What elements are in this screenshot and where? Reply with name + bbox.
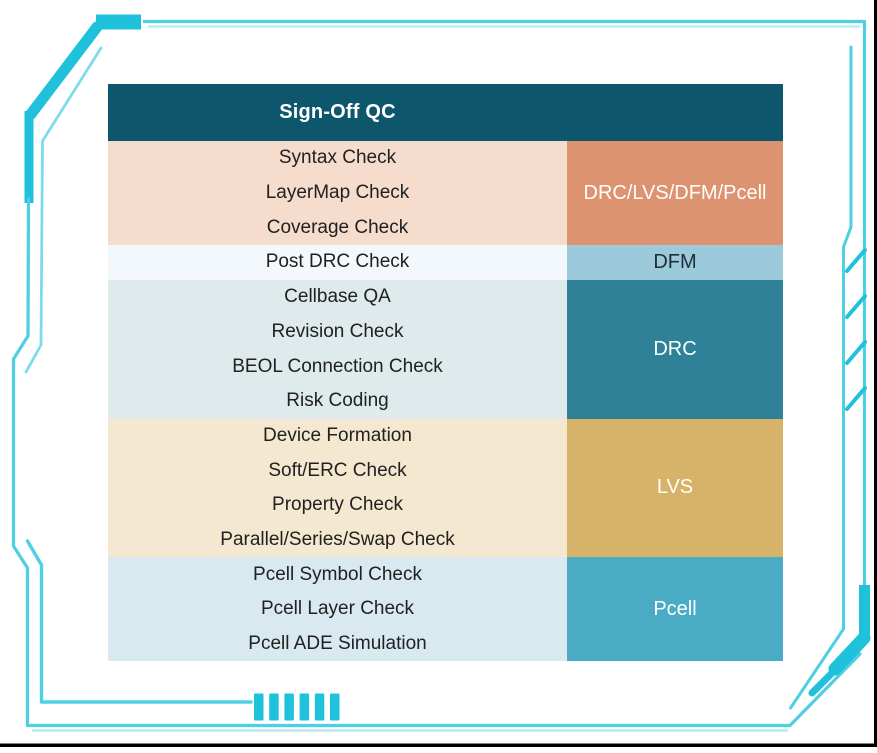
black-border-bottom bbox=[0, 743, 877, 747]
category-label-cell: DRC bbox=[567, 279, 783, 419]
check-item: Syntax Check bbox=[278, 147, 397, 169]
frame-bottomright-diagonal bbox=[828, 631, 871, 676]
check-item: Device Formation bbox=[263, 424, 412, 446]
check-item: BEOL Connection Check bbox=[232, 355, 443, 377]
check-item: Parallel/Series/Swap Check bbox=[220, 529, 455, 551]
table-header-left-cell: Sign-Off QC bbox=[108, 84, 567, 141]
check-item: Soft/ERC Check bbox=[268, 459, 407, 481]
check-item: Property Check bbox=[272, 494, 403, 516]
check-item: Coverage Check bbox=[266, 216, 409, 238]
frame-topleft-diagonal bbox=[25, 21, 103, 120]
category-label: Pcell bbox=[653, 597, 697, 620]
category-label: DRC bbox=[653, 337, 697, 360]
table-header: Sign-Off QC bbox=[108, 84, 783, 141]
check-item: Pcell Symbol Check bbox=[253, 563, 422, 585]
check-group-row: Post DRC Check DFM bbox=[108, 245, 783, 280]
frame-dash-tick bbox=[284, 693, 294, 721]
frame-bottom-dashes bbox=[254, 693, 340, 721]
check-item: Post DRC Check bbox=[265, 251, 410, 273]
category-label: DRC/LVS/DFM/Pcell bbox=[583, 181, 767, 204]
frame-dash-tick bbox=[314, 693, 325, 721]
check-item: LayerMap Check bbox=[265, 182, 410, 204]
check-item: Pcell Layer Check bbox=[260, 598, 415, 620]
category-label-cell: DRC/LVS/DFM/Pcell bbox=[567, 141, 783, 246]
frame-right-notches bbox=[845, 248, 867, 411]
frame-dash-tick bbox=[254, 693, 264, 721]
frame-inner-topleft-line bbox=[24, 46, 103, 374]
category-label-cell: Pcell bbox=[567, 557, 783, 662]
check-list-cell: Post DRC Check bbox=[108, 245, 567, 280]
check-item: Pcell ADE Simulation bbox=[248, 633, 427, 655]
check-item: Risk Coding bbox=[286, 390, 389, 412]
category-label-cell: DFM bbox=[567, 245, 783, 280]
table-title: Sign-Off QC bbox=[279, 101, 396, 123]
category-label: DFM bbox=[653, 250, 697, 273]
category-label: LVS bbox=[656, 476, 694, 499]
category-label-cell: LVS bbox=[567, 418, 783, 558]
frame-bottomright-diagonal-taper bbox=[808, 662, 843, 697]
frame-dash-tick bbox=[330, 693, 340, 721]
check-item: Revision Check bbox=[271, 320, 404, 342]
check-item: Cellbase QA bbox=[284, 286, 391, 308]
frame-dash-tick bbox=[299, 693, 310, 721]
frame-inner-right-line bbox=[789, 45, 853, 710]
frame-dash-tick bbox=[269, 693, 279, 721]
